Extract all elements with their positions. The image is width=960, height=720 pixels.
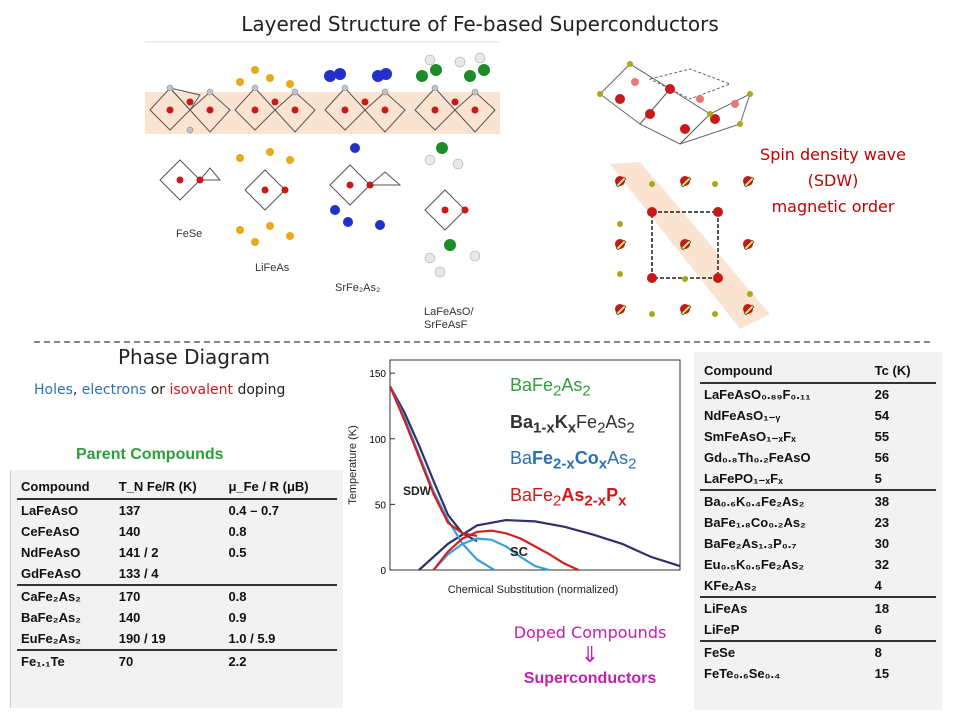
feas-layer-2: [234, 87, 316, 133]
phase-diagram-chart: 0 50 100 150 SDW SC Chemical Substitution (…: [347, 359, 681, 596]
structure-label-lafeaso: LaFeAsO/: [424, 306, 474, 318]
li-atoms: [236, 66, 294, 246]
parent-header-tn: T_N Fe/R (K): [114, 474, 225, 500]
doping-isovalent: isovalent: [169, 382, 233, 398]
sdw-annotation: Spin density wave (SDW) magnetic order: [748, 142, 918, 220]
structure-label-srfeasf: SrFeAsF: [424, 319, 468, 331]
structure-label-srfe2as2: SrFe₂As₂: [335, 282, 381, 294]
parent-compounds-label: Parent Compounds: [76, 446, 224, 463]
sdw-line-1: Spin density wave: [760, 145, 906, 164]
series-0-sc-line: [418, 518, 681, 571]
parent-compounds-table: Compound T_N Fe/R (K) μ_Fe / R (μB) LaFe…: [17, 474, 337, 672]
chart-legend: BaFe2As2 Ba1-xKxFe2As2 BaFe2-xCoxAs2 BaF…: [510, 370, 636, 516]
section-divider: [34, 341, 930, 343]
legend-co-doped: BaFe2-xCoxAs2: [510, 448, 637, 473]
doped-line-2: Superconductors: [523, 670, 657, 687]
spin-grid: [615, 176, 755, 317]
fe-atoms: [166, 98, 479, 114]
down-arrow-icon: ⇓: [580, 643, 600, 668]
y-tick-label: 150: [369, 369, 386, 380]
y-axis-label: Temperature (K): [347, 425, 359, 504]
legend-k-doped: Ba1-xKxFe2As2: [510, 411, 635, 437]
feas-layer-4: [414, 87, 496, 133]
feas-lower-layers: [159, 159, 466, 231]
doping-electrons: electrons: [81, 382, 147, 398]
legend-p-doped: BaFe2As2-xPx: [510, 484, 627, 510]
y-tick-label: 100: [369, 435, 386, 446]
region-sdw-label: SDW: [403, 484, 432, 498]
tc-header-compound: Compound: [700, 358, 871, 384]
doping-description: Holes, electrons or isovalent doping: [34, 382, 285, 398]
doped-line-1: Doped Compounds: [513, 623, 667, 642]
as-atoms: [166, 84, 479, 134]
feas-layer-1: [149, 87, 231, 133]
sdw-line-2: (SDW): [807, 171, 859, 190]
structure-label-fese: FeSe: [176, 228, 203, 240]
phase-diagram-title: Phase Diagram: [118, 345, 270, 369]
page-title: Layered Structure of Fe-based Supercondu…: [241, 12, 719, 36]
doping-holes: Holes: [34, 382, 73, 398]
doping-sep-2: or: [146, 382, 170, 398]
doped-compounds-note: Doped Compounds ⇓ Superconductors: [480, 622, 700, 690]
parent-header-compound: Compound: [17, 474, 115, 500]
y-tick-label: 0: [380, 566, 386, 577]
series-2-sdw-line: [388, 385, 478, 537]
series-2-sc-line: [432, 529, 579, 572]
parent-compounds-table-box: Compound T_N Fe/R (K) μ_Fe / R (μB) LaFe…: [10, 470, 343, 708]
sr-atoms: [324, 68, 392, 230]
y-tick-label: 50: [375, 500, 387, 511]
region-sc-label: SC: [510, 544, 529, 559]
x-axis-label: Chemical Substitution (normalized): [448, 584, 619, 596]
tc-header-tc: Tc (K): [870, 358, 936, 384]
parent-header-mu: μ_Fe / R (μB): [224, 474, 337, 500]
sdw-line-3: magnetic order: [771, 197, 895, 216]
chart-curves: [388, 385, 681, 572]
doping-sep-1: ,: [72, 382, 82, 398]
feas-layer-3: [324, 87, 406, 133]
legend-parent: BaFe2As2: [510, 375, 591, 400]
la-o-atoms: [416, 52, 490, 278]
doping-tail: doping: [233, 382, 286, 398]
crystal-structures-figure: [145, 41, 500, 278]
structure-label-lifeas: LiFeAs: [255, 262, 290, 274]
sdw-structure-figure: [597, 61, 770, 329]
series-1-sc-line: [432, 537, 550, 572]
y-axis-ticks: 0 50 100 150: [369, 369, 395, 577]
